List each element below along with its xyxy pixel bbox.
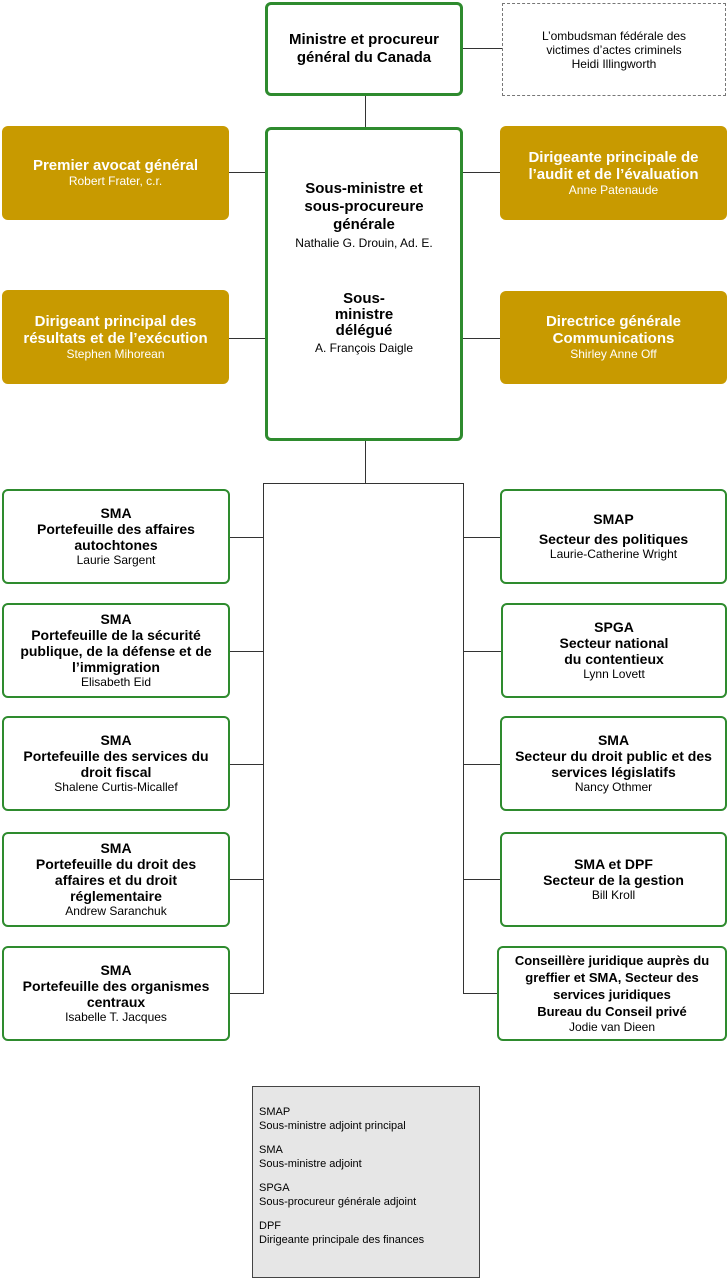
box-subtitle: Portefeuille de la sécurité publique, de… (20, 627, 212, 675)
box-name: Elisabeth Eid (80, 675, 152, 689)
box-title: SMA (597, 732, 630, 748)
right-box-litigation-sector: SPGA Secteur national du contentieux Lyn… (501, 603, 727, 698)
box-name: Shalene Curtis-Micallef (54, 780, 178, 794)
box-subtitle: Portefeuille des affaires autochtones (37, 521, 195, 553)
box-subtitle: Portefeuille du droit des affaires et du… (35, 856, 197, 904)
connector-gold-left-2 (229, 338, 266, 339)
gold-box-name: Robert Frater, c.r. (68, 174, 163, 188)
legend-full: Dirigeante principale des finances (259, 1234, 425, 1246)
box-subtitle: Portefeuille des services du droit fisca… (23, 748, 209, 780)
deputy-minister-box: Sous-ministre et sous-procureure général… (265, 127, 463, 441)
minister-box: Ministre et procureur général du Canada (265, 2, 463, 96)
connector-left-3 (229, 764, 263, 765)
left-box-central-agencies: SMA Portefeuille des organismes centraux… (2, 946, 230, 1041)
gold-box-title: Dirigeante principale de l’audit et de l… (528, 148, 699, 183)
legend-abbr: SPGA (259, 1182, 290, 1194)
gold-box-communications: Directrice générale Communications Shirl… (500, 291, 727, 384)
gold-box-general-counsel: Premier avocat général Robert Frater, c.… (2, 126, 229, 220)
box-title: SMA (100, 732, 132, 748)
box-name: Nancy Othmer (574, 780, 653, 794)
box-title: SMA et DPF (574, 856, 653, 872)
box-name: Andrew Saranchuk (65, 904, 167, 918)
right-box-privy-council-office: Conseillère juridique auprès du greffier… (497, 946, 727, 1041)
box-subtitle: Secteur du droit public et des services … (515, 748, 712, 780)
connector-gold-left-1 (229, 172, 266, 173)
right-box-management-sector: SMA et DPF Secteur de la gestion Bill Kr… (500, 832, 727, 927)
legend-item: SMA Sous-ministre adjoint (259, 1143, 362, 1171)
right-box-public-law-sector: SMA Secteur du droit public et des servi… (500, 716, 727, 811)
associate-deputy-title: Sous-ministre délégué (334, 290, 394, 339)
ombudsman-line2: victimes d’actes criminels (546, 42, 682, 57)
legend-full: Sous-ministre adjoint principal (259, 1120, 406, 1132)
box-subtitle: Secteur des politiques (538, 531, 689, 547)
box-title: SMA (100, 840, 132, 856)
gold-box-title: Premier avocat général (32, 157, 199, 174)
gold-box-name: Shirley Anne Off (570, 347, 657, 361)
box-subtitle: Bureau du Conseil privé (537, 1004, 687, 1019)
legend-abbr: SMAP (259, 1106, 291, 1118)
legend-abbr: DPF (259, 1220, 281, 1232)
connector-minister-ombudsman (463, 48, 503, 49)
minister-title: Ministre et procureur général du Canada (288, 31, 440, 66)
box-title: SMA (100, 962, 132, 978)
connector-left-vertical (263, 483, 264, 994)
box-name: Jodie van Dieen (568, 1020, 656, 1034)
box-title: SMAP (593, 511, 634, 527)
left-box-public-safety: SMA Portefeuille de la sécurité publique… (2, 603, 230, 698)
left-box-business-regulatory-law: SMA Portefeuille du droit des affaires e… (2, 832, 230, 927)
connector-left-2 (229, 651, 263, 652)
box-name: Laurie-Catherine Wright (549, 547, 678, 561)
connector-left-5 (229, 993, 263, 994)
legend-full: Sous-ministre adjoint (259, 1158, 362, 1170)
gold-box-results-delivery: Dirigeant principal des résultats et de … (2, 290, 229, 384)
box-title: SMA (100, 611, 132, 627)
deputy-minister-name: Nathalie G. Drouin, Ad. E. (295, 236, 433, 250)
connector-right-3 (463, 764, 501, 765)
abbreviation-legend: SMAP Sous-ministre adjoint principal SMA… (252, 1086, 480, 1278)
box-title: Conseillère juridique auprès du greffier… (514, 953, 710, 1002)
gold-box-name: Anne Patenaude (568, 182, 659, 197)
ombudsman-name: Heidi Illingworth (571, 56, 657, 71)
connector-right-2 (463, 651, 501, 652)
connector-gold-right-2 (463, 338, 501, 339)
legend-full: Sous-procureur générale adjoint (259, 1196, 417, 1208)
associate-deputy-name: A. François Daigle (314, 341, 414, 355)
connector-left-4 (229, 879, 263, 880)
legend-item: SPGA Sous-procureur générale adjoint (259, 1181, 416, 1209)
left-box-indigenous-affairs: SMA Portefeuille des affaires autochtone… (2, 489, 230, 584)
connector-left-1 (229, 537, 263, 538)
box-name: Isabelle T. Jacques (65, 1010, 167, 1024)
gold-box-title: Directrice générale Communications (545, 313, 682, 347)
connector-gold-right-1 (463, 172, 501, 173)
connector-right-vertical (463, 483, 464, 994)
box-subtitle: Portefeuille des organismes centraux (22, 978, 210, 1010)
right-box-policy-sector: SMAP Secteur des politiques Laurie-Cathe… (500, 489, 727, 584)
connector-right-5 (463, 993, 499, 994)
connector-deputy-down (365, 441, 366, 483)
box-name: Laurie Sargent (76, 553, 156, 567)
legend-item: SMAP Sous-ministre adjoint principal (259, 1105, 406, 1133)
box-name: Bill Kroll (591, 888, 636, 902)
connector-right-4 (463, 879, 501, 880)
gold-box-name: Stephen Mihorean (66, 346, 165, 361)
connector-horizontal-bar (263, 483, 463, 484)
connector-right-1 (463, 537, 501, 538)
gold-box-title: Dirigeant principal des résultats et de … (23, 312, 208, 347)
box-title: SPGA (594, 619, 634, 635)
connector-minister-deputy (365, 96, 366, 128)
legend-abbr: SMA (259, 1144, 283, 1156)
ombudsman-box: L’ombudsman fédérale des victimes d’acte… (502, 3, 726, 96)
legend-item: DPF Dirigeante principale des finances (259, 1219, 424, 1247)
box-title: SMA (100, 505, 132, 521)
gold-box-audit-evaluation: Dirigeante principale de l’audit et de l… (500, 126, 727, 220)
ombudsman-line1: L’ombudsman fédérale des (541, 28, 687, 43)
box-name: Lynn Lovett (583, 667, 645, 681)
box-subtitle: Secteur de la gestion (543, 872, 684, 888)
box-subtitle: Secteur national du contentieux (559, 635, 669, 667)
deputy-minister-title: Sous-ministre et sous-procureure général… (304, 180, 424, 233)
left-box-tax-law: SMA Portefeuille des services du droit f… (2, 716, 230, 811)
